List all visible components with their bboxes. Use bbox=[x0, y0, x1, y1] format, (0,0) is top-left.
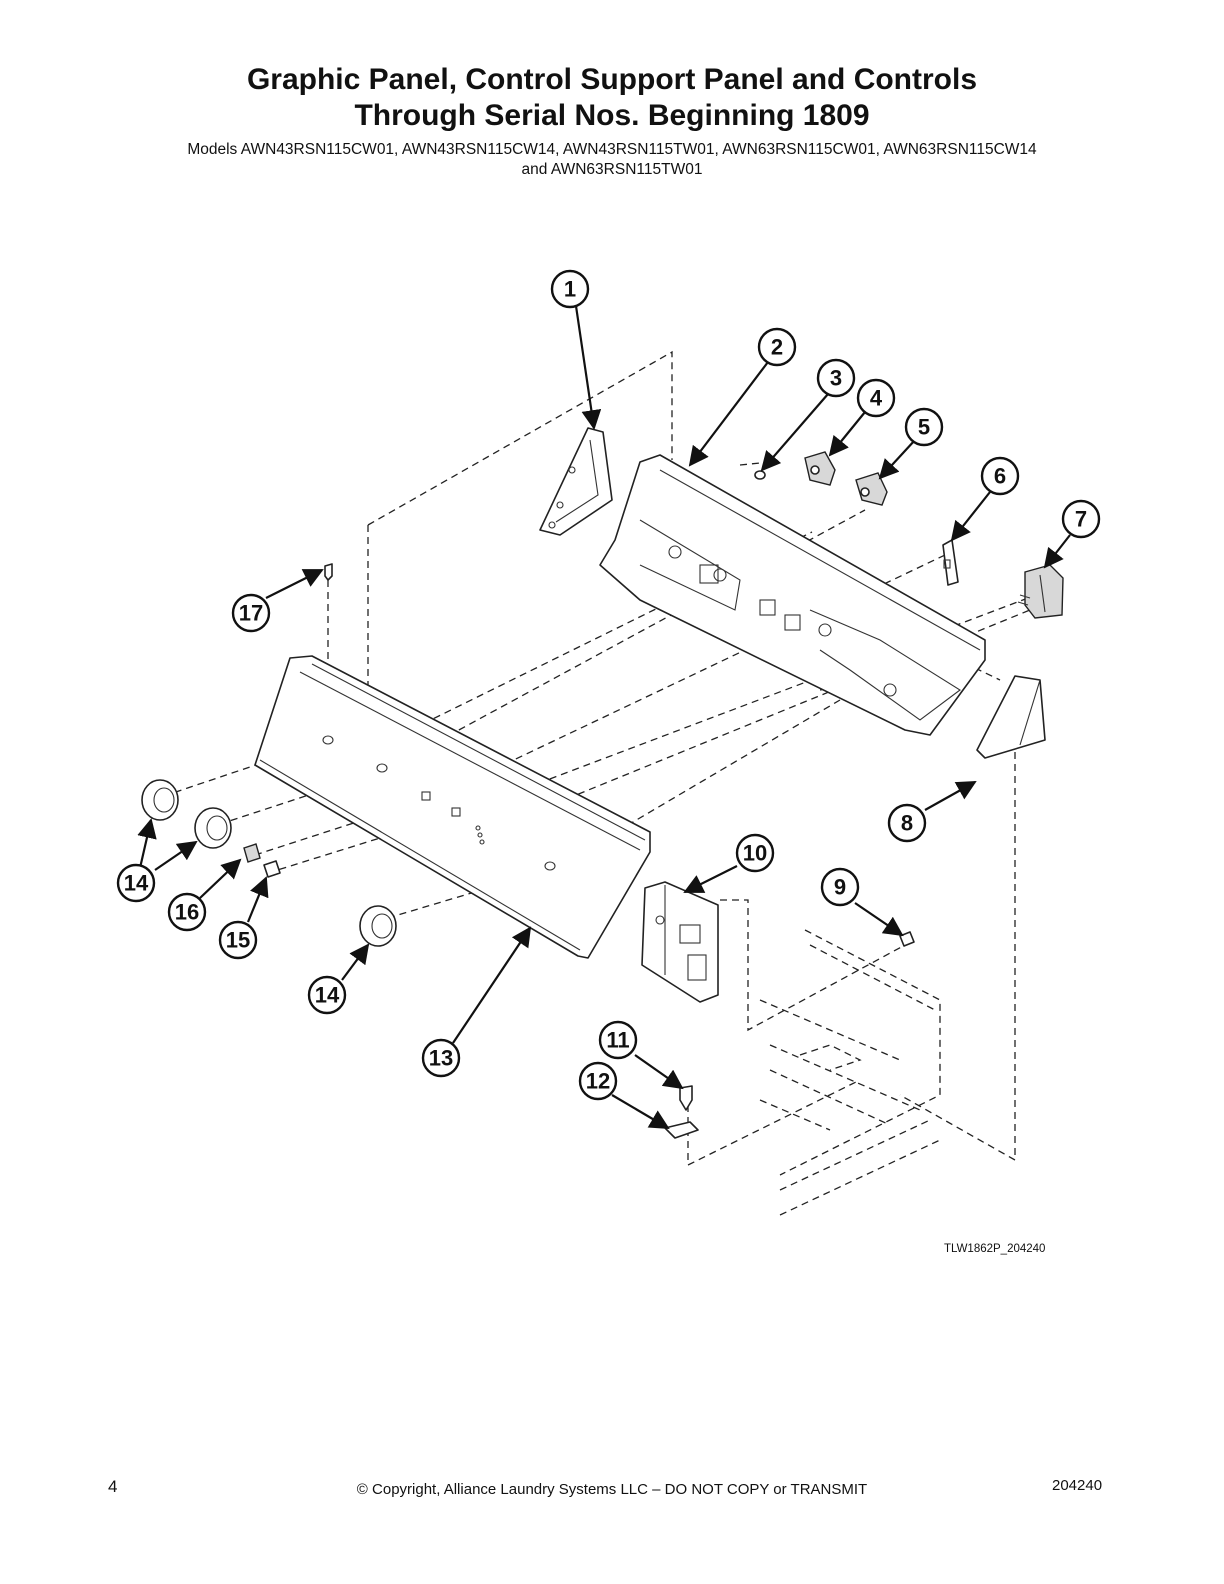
svg-text:14: 14 bbox=[315, 983, 340, 1008]
svg-text:2: 2 bbox=[771, 335, 783, 360]
callout-4: 4 bbox=[856, 378, 896, 418]
callout-8: 8 bbox=[887, 803, 927, 843]
callout-6: 6 bbox=[980, 456, 1020, 496]
svg-text:5: 5 bbox=[918, 415, 930, 440]
screw-part-11 bbox=[679, 1085, 693, 1111]
page-title-line1: Graphic Panel, Control Support Panel and… bbox=[246, 63, 978, 96]
svg-text:13: 13 bbox=[429, 1046, 453, 1071]
svg-text:1: 1 bbox=[564, 277, 576, 302]
callout-14-a: 14 bbox=[116, 863, 156, 903]
page-title-line2: Through Serial Nos. Beginning 1809 bbox=[354, 99, 870, 132]
callout-5: 5 bbox=[904, 407, 944, 447]
callout-11: 11 bbox=[598, 1020, 638, 1060]
switch-part-5 bbox=[855, 472, 888, 506]
callout-14-b: 14 bbox=[307, 975, 347, 1015]
bracket-part-6 bbox=[942, 539, 959, 586]
svg-text:15: 15 bbox=[226, 928, 250, 953]
clip-part-12 bbox=[664, 1121, 699, 1139]
callout-16: 16 bbox=[167, 892, 207, 932]
callout-7: 7 bbox=[1061, 499, 1101, 539]
callout-15: 15 bbox=[218, 920, 258, 960]
end-cap-part-8 bbox=[976, 675, 1046, 759]
svg-text:7: 7 bbox=[1075, 507, 1087, 532]
svg-text:3: 3 bbox=[830, 366, 842, 391]
svg-text:9: 9 bbox=[834, 875, 846, 900]
leader-arrows bbox=[137, 305, 1071, 1130]
control-support-panel-part-2 bbox=[599, 454, 986, 736]
callout-3: 3 bbox=[816, 358, 856, 398]
svg-text:17: 17 bbox=[239, 601, 263, 626]
button-part-15 bbox=[263, 860, 281, 878]
base-structure-outline bbox=[759, 929, 941, 1216]
callout-10: 10 bbox=[735, 833, 775, 873]
callout-12: 12 bbox=[578, 1061, 618, 1101]
screw-part-17 bbox=[324, 563, 333, 581]
models-line2: and AWN63RSN115TW01 bbox=[521, 161, 703, 178]
control-board-part-10 bbox=[641, 881, 719, 1003]
svg-text:11: 11 bbox=[606, 1028, 629, 1053]
callout-13: 13 bbox=[421, 1038, 461, 1078]
svg-text:12: 12 bbox=[586, 1069, 610, 1094]
switch-assembly-part-7 bbox=[1017, 564, 1064, 619]
svg-text:4: 4 bbox=[870, 386, 883, 411]
switch-part-4 bbox=[804, 451, 836, 486]
knob-part-14-a bbox=[141, 779, 179, 821]
svg-text:16: 16 bbox=[175, 900, 199, 925]
models-line1: Models AWN43RSN115CW01, AWN43RSN115CW14,… bbox=[187, 141, 1037, 158]
svg-text:6: 6 bbox=[994, 464, 1006, 489]
callout-1: 1 bbox=[550, 269, 590, 309]
callout-9: 9 bbox=[820, 867, 860, 907]
screw-part-3 bbox=[754, 470, 766, 480]
copyright-notice: © Copyright, Alliance Laundry Systems LL… bbox=[356, 1481, 868, 1498]
svg-text:14: 14 bbox=[124, 871, 149, 896]
knob-part-14-b bbox=[194, 807, 232, 849]
button-part-16 bbox=[243, 843, 261, 863]
document-number: 204240 bbox=[1052, 1477, 1103, 1494]
callout-2: 2 bbox=[757, 327, 797, 367]
svg-text:8: 8 bbox=[901, 811, 913, 836]
callout-17: 17 bbox=[231, 593, 271, 633]
end-cap-part-1 bbox=[539, 427, 613, 536]
svg-text:10: 10 bbox=[743, 841, 767, 866]
drawing-reference: TLW1862P_204240 bbox=[944, 1243, 1046, 1255]
page-number: 4 bbox=[108, 1477, 118, 1496]
knob-part-14-c bbox=[359, 905, 397, 947]
graphic-panel-part-13 bbox=[254, 655, 651, 959]
